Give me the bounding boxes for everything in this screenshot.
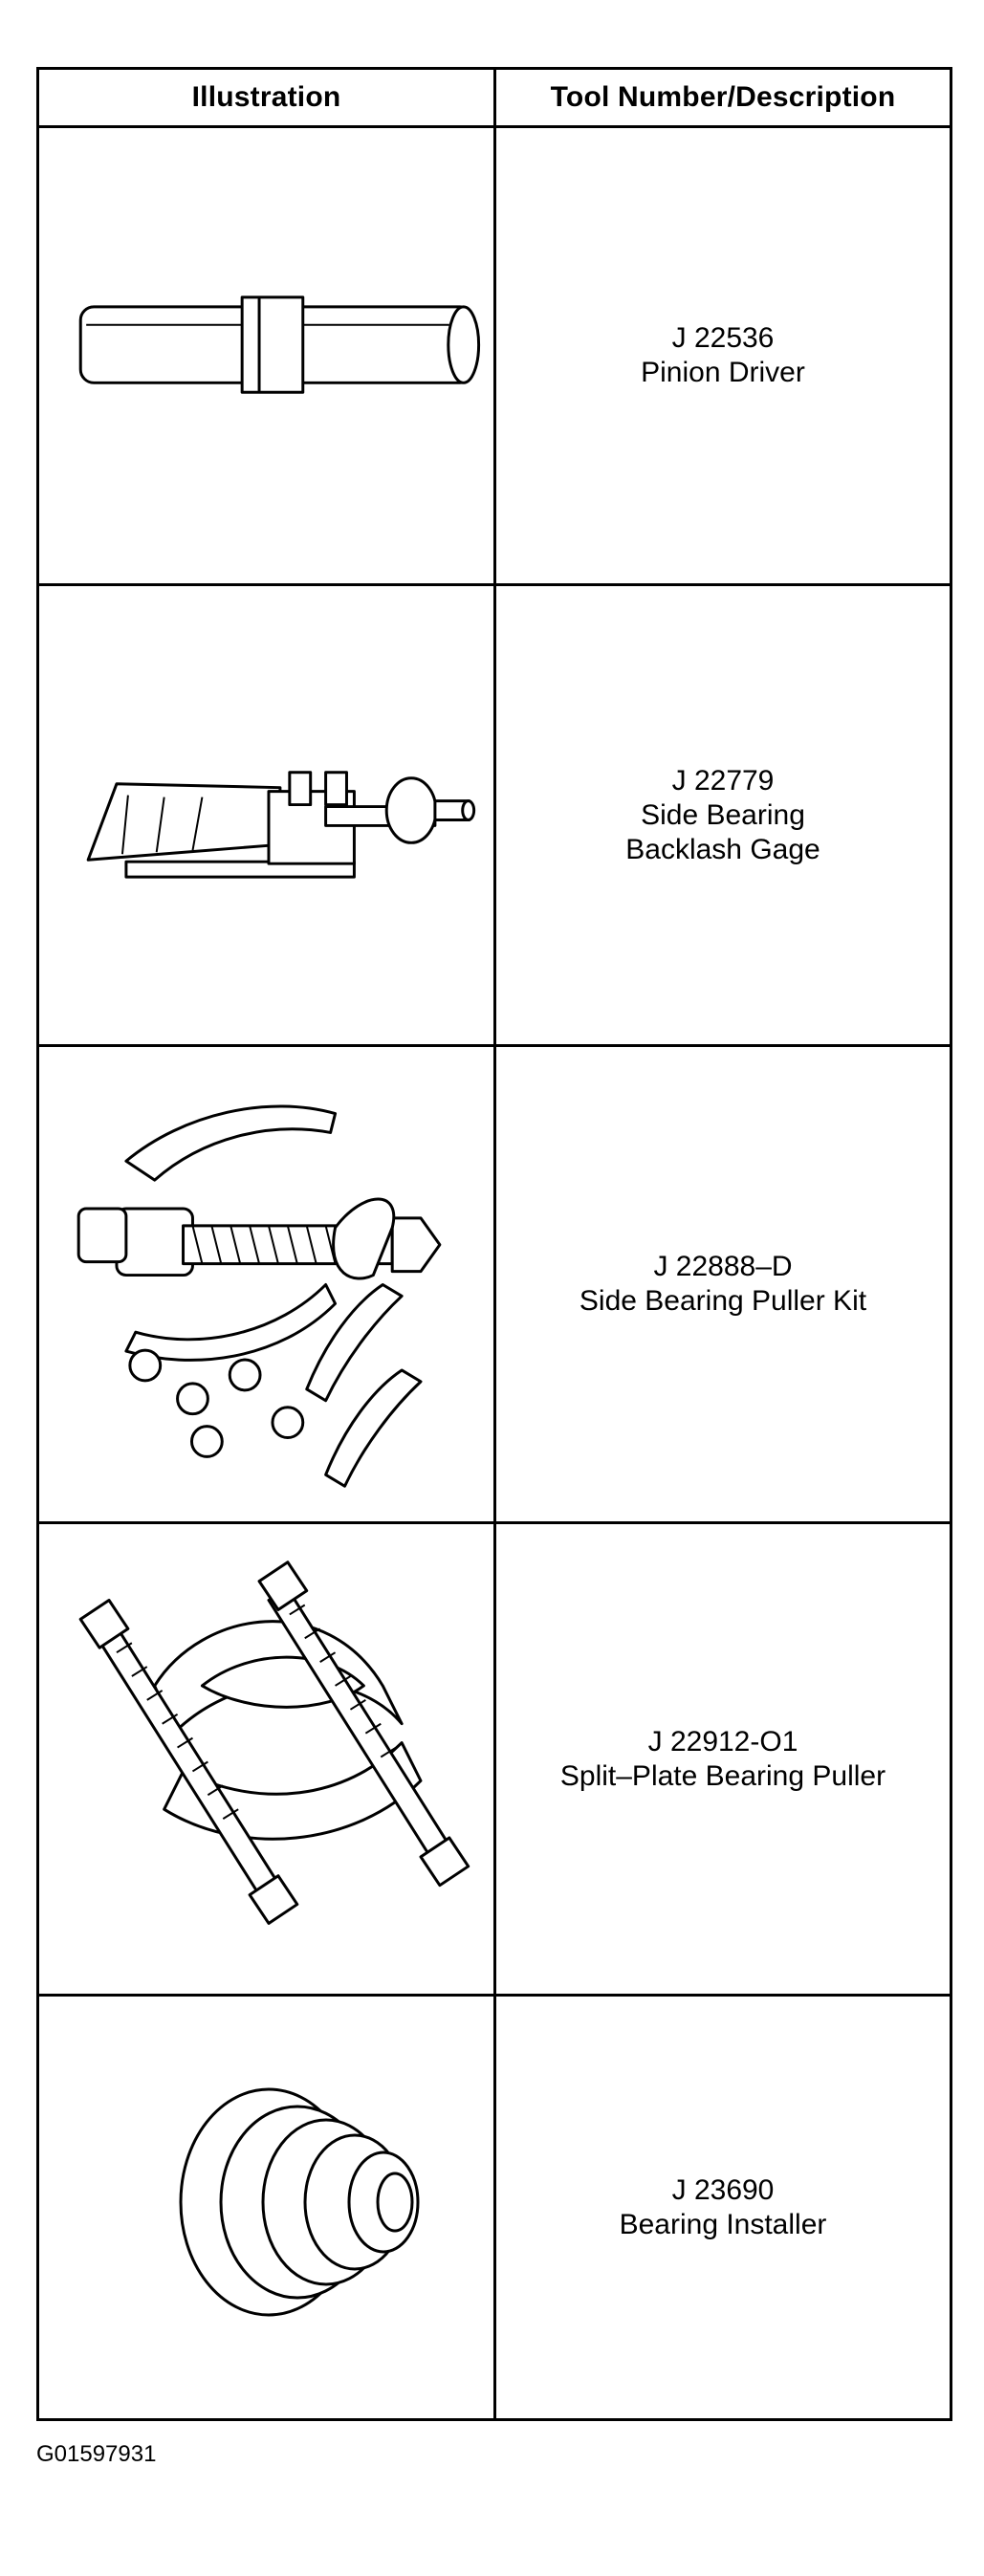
backlash-gage-icon bbox=[39, 586, 493, 1044]
tool-name: Side Bearing Puller Kit bbox=[579, 1285, 867, 1317]
tool-description: J 22888–D Side Bearing Puller Kit bbox=[496, 1047, 950, 1521]
tool-number: J 22888–D bbox=[653, 1251, 793, 1282]
table-row: J 22888–D Side Bearing Puller Kit bbox=[39, 1047, 950, 1524]
tool-number: J 22779 bbox=[671, 764, 775, 797]
tool-name: Pinion Driver bbox=[641, 357, 805, 388]
tool-table: Illustration Tool Number/Description J 2… bbox=[36, 67, 952, 2421]
header-illustration: Illustration bbox=[191, 81, 341, 113]
table-row: J 22912-O1 Split–Plate Bearing Puller bbox=[39, 1524, 950, 1997]
bearing-puller-kit-icon bbox=[39, 1047, 493, 1521]
tool-description: J 22912-O1 Split–Plate Bearing Puller bbox=[496, 1524, 950, 1994]
table-row: J 22536 Pinion Driver bbox=[39, 128, 950, 586]
tool-number: J 22536 bbox=[671, 322, 775, 354]
tool-description: J 22779 Side Bearing Backlash Gage bbox=[496, 586, 950, 1044]
header-description: Tool Number/Description bbox=[550, 81, 896, 113]
tool-description: J 23690 Bearing Installer bbox=[496, 1997, 950, 2418]
column-divider bbox=[493, 70, 496, 2418]
table-row: J 22779 Side Bearing Backlash Gage bbox=[39, 586, 950, 1047]
tool-name: Bearing Installer bbox=[619, 2208, 827, 2240]
tool-name: Split–Plate Bearing Puller bbox=[559, 1759, 886, 1792]
tool-description: J 22536 Pinion Driver bbox=[496, 128, 950, 583]
tool-number: J 23690 bbox=[671, 2173, 775, 2206]
tool-number: J 22912-O1 bbox=[647, 1725, 798, 1757]
figure-code: G01597931 bbox=[36, 2441, 157, 2467]
split-plate-puller-icon bbox=[39, 1524, 493, 1994]
bearing-installer-icon bbox=[39, 1997, 493, 2418]
pinion-driver-icon bbox=[39, 128, 493, 583]
tool-name-line-1: Side Bearing bbox=[641, 798, 805, 831]
tool-name-line-2: Backlash Gage bbox=[625, 833, 820, 865]
table-row: J 23690 Bearing Installer bbox=[39, 1997, 950, 2418]
